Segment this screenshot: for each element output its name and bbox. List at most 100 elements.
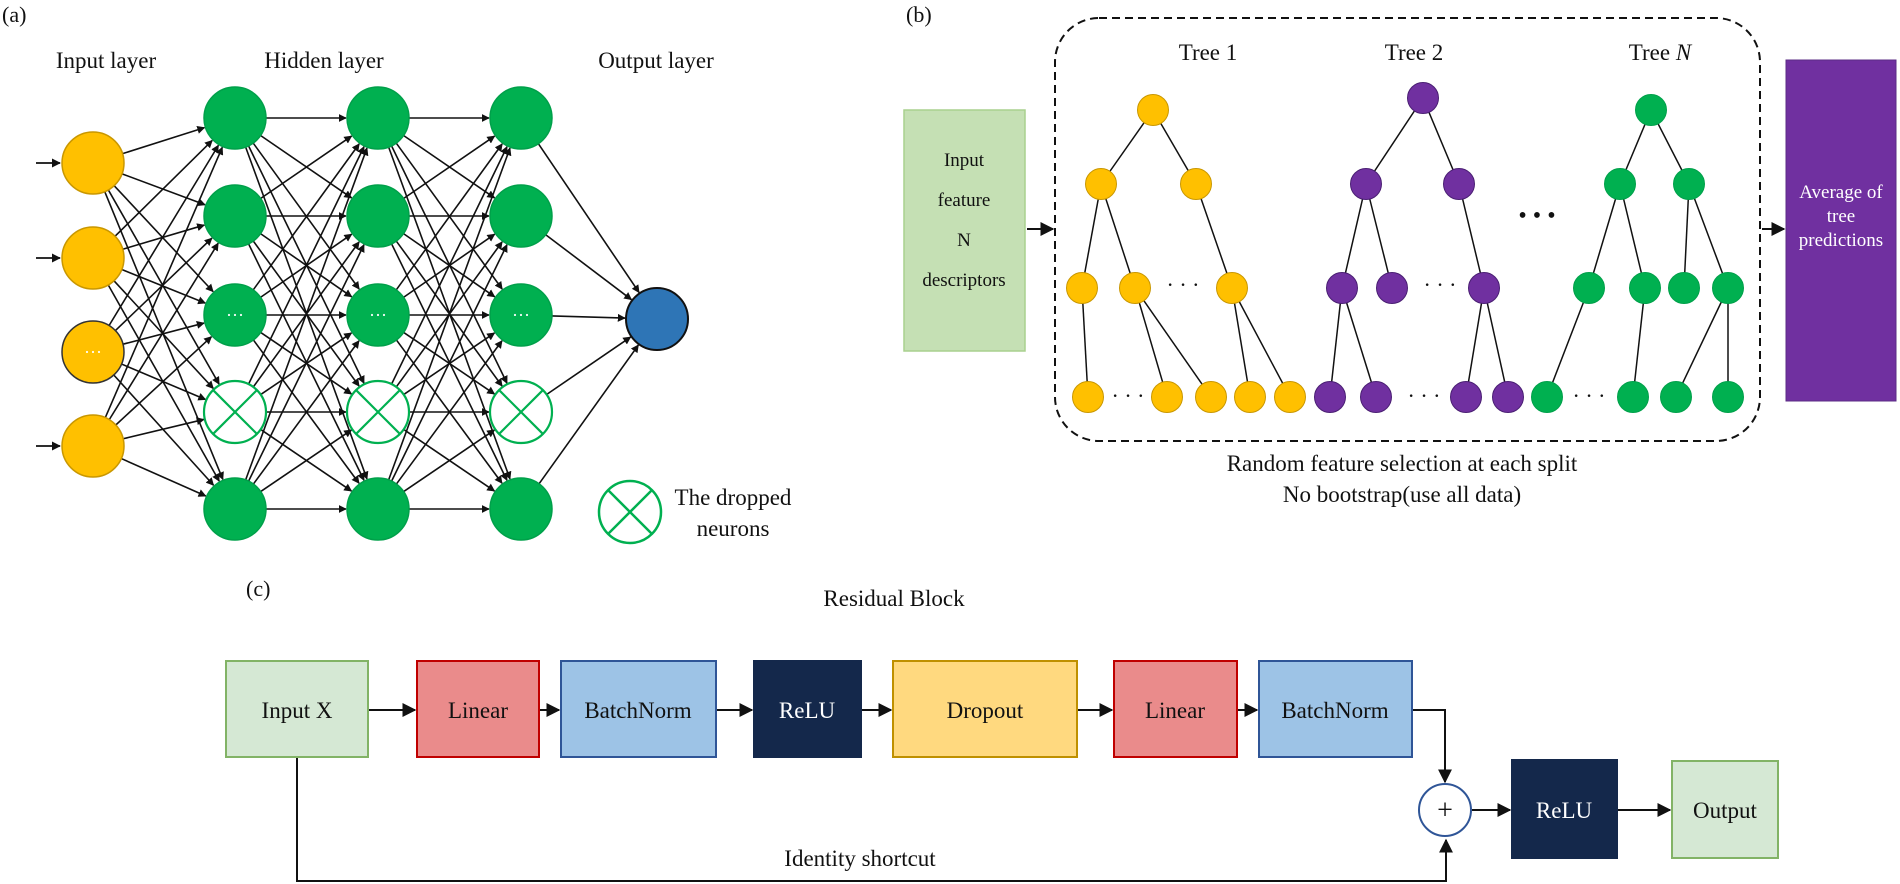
treeN-edge [1688, 183, 1729, 289]
nn-connection [104, 146, 224, 418]
tree1-edge [1081, 183, 1102, 289]
rf-caption-line2: No bootstrap(use all data) [1283, 482, 1521, 507]
input-x-block [225, 660, 369, 758]
hidden-neuron [346, 477, 410, 541]
tree1-node [1085, 168, 1117, 200]
relu-output-label: ReLU [1536, 798, 1593, 823]
panel-c-residual-block: (c) Residual Block Input X Linear BatchN… [225, 576, 1779, 882]
tree1-node [1066, 272, 1098, 304]
relu-output-block [1511, 759, 1618, 859]
hidden-layer-label: Hidden layer [264, 48, 384, 73]
rf-tree-edges [1081, 97, 1729, 398]
nn-connection [390, 244, 508, 482]
tree1-node [1216, 272, 1248, 304]
nn-neurons: ············ [61, 86, 689, 541]
treeN-edge [1683, 183, 1690, 289]
nn-connection [403, 429, 496, 493]
output-layer-label: Output layer [598, 48, 714, 73]
dropout-label: Dropout [947, 698, 1024, 723]
tree2-node [1314, 381, 1346, 413]
treeN-node [1604, 168, 1636, 200]
panel-b-tag: (b) [906, 2, 932, 27]
rf-input-line4: descriptors [922, 270, 1005, 291]
nn-connection [108, 242, 219, 421]
tree1-edge [1134, 287, 1212, 398]
neuron-ellipsis: ··· [84, 342, 102, 362]
tree-1-mid-ellipsis: · · · [1167, 272, 1200, 297]
treeN-node [1712, 381, 1744, 413]
tree1-edge [1134, 287, 1168, 398]
tree2-edge [1483, 287, 1509, 398]
nn-connection [122, 417, 205, 440]
dropped-legend-line1: The dropped [675, 485, 792, 510]
input-layer-label: Input layer [56, 48, 157, 73]
batchnorm-label-2: BatchNorm [1281, 698, 1388, 723]
nn-connection [247, 244, 365, 482]
rf-caption-line1: Random feature selection at each split [1227, 451, 1578, 476]
treeN-edge [1619, 183, 1646, 289]
nn-connection [113, 185, 214, 293]
tree1-edge [1231, 287, 1291, 398]
tree1-node [1195, 381, 1227, 413]
rf-input-box [903, 109, 1026, 352]
nn-input-arrows [36, 158, 61, 451]
tree-n-leaf-ellipsis: · · · [1573, 383, 1606, 408]
input-neuron [61, 320, 125, 384]
tree-1-leaf-ellipsis: · · · [1112, 383, 1145, 408]
input-neuron [61, 226, 125, 290]
nn-connection [551, 313, 626, 322]
panel-a-neural-network: (a) Input layer Hidden layer Output laye… [2, 2, 792, 545]
tree-2-mid-ellipsis: · · · [1424, 272, 1457, 297]
nn-connection [244, 147, 369, 481]
treeN-edge [1632, 287, 1646, 398]
hidden-neuron [346, 283, 410, 347]
treeN-edge [1546, 287, 1590, 398]
nn-connection [113, 374, 215, 486]
rf-input-line1: Input [944, 150, 985, 171]
nn-connection [107, 284, 220, 482]
tree1-node [1119, 272, 1151, 304]
rf-output-line2: tree [1827, 206, 1855, 227]
flow-arrow-to-add [1413, 709, 1452, 784]
identity-shortcut-path [296, 757, 1453, 882]
hidden-neuron [346, 184, 410, 248]
input-x-label: Input X [262, 698, 333, 723]
tree1-node [1151, 381, 1183, 413]
tree2-node [1450, 381, 1482, 413]
nn-connection [108, 144, 220, 326]
nn-connection [252, 340, 360, 485]
hidden-neuron [489, 184, 553, 248]
nn-connections [104, 114, 640, 513]
tree2-node [1350, 168, 1382, 200]
panel-c-tag: (c) [246, 576, 270, 601]
nn-connection [122, 126, 206, 155]
hidden-neuron [203, 86, 267, 150]
nn-connection [545, 234, 633, 301]
tree1-node [1072, 381, 1104, 413]
hidden-neuron [489, 283, 553, 347]
tree2-edge [1341, 183, 1367, 289]
tree1-node [1180, 168, 1212, 200]
nn-connection [390, 146, 508, 385]
treeN-node [1617, 381, 1649, 413]
add-symbol: + [1437, 795, 1453, 826]
hidden-neuron [203, 477, 267, 541]
tree2-edge [1329, 287, 1343, 398]
rf-input-line3: N [957, 230, 971, 251]
hidden-neuron [489, 86, 553, 150]
neuron-ellipsis: ··· [512, 305, 530, 325]
tree1-edge [1231, 287, 1251, 398]
nn-connection [247, 146, 365, 385]
tree1-node [1137, 94, 1169, 126]
tree2-node [1468, 272, 1500, 304]
nn-connection [537, 143, 640, 294]
tree2-node [1407, 82, 1439, 114]
panel-a-tag: (a) [2, 2, 26, 27]
tree1-edge [1081, 287, 1089, 398]
neuron-ellipsis: ··· [226, 305, 244, 325]
tree1-edge [1195, 183, 1233, 289]
linear-block-1 [416, 660, 540, 758]
tree2-node [1326, 272, 1358, 304]
add-node [1418, 783, 1472, 837]
output-block [1671, 760, 1779, 859]
